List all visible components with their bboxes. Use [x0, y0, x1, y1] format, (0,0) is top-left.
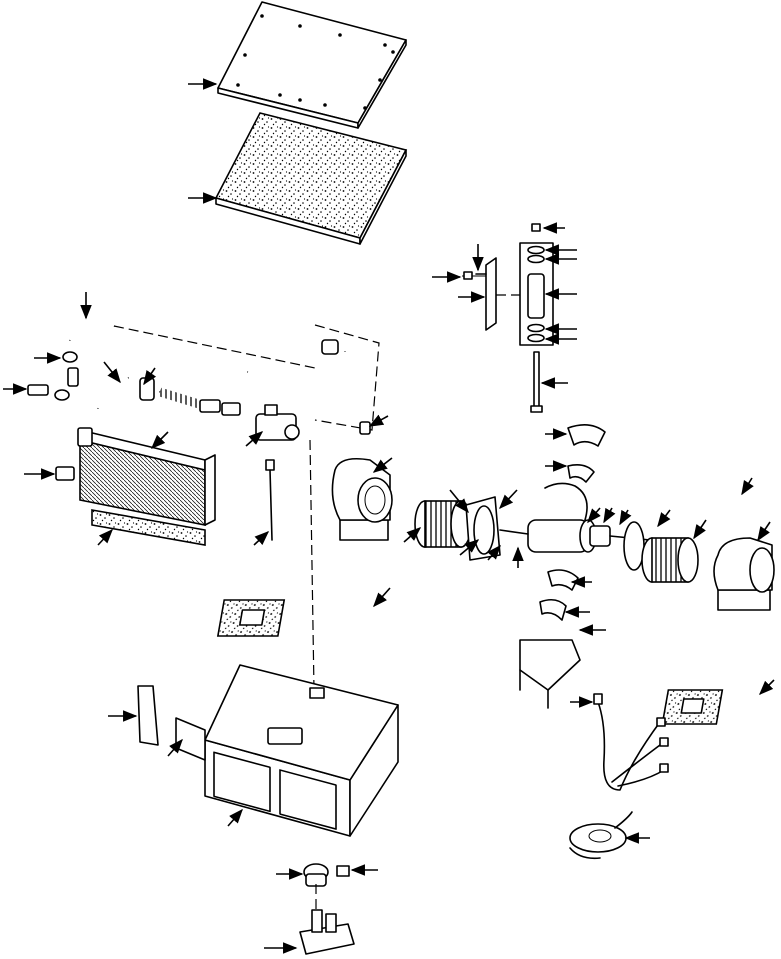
valve-bracket — [359, 421, 371, 435]
water-valve — [255, 404, 300, 441]
right-blower-housing — [713, 537, 775, 611]
motor-mount — [519, 639, 581, 709]
hardware-stack — [519, 223, 554, 346]
bracket — [462, 257, 520, 331]
switch-plate — [299, 884, 355, 955]
tube — [265, 439, 315, 691]
gasket-left — [473, 505, 495, 555]
grommet-plate — [569, 811, 633, 860]
callout-arrows-motor — [368, 414, 771, 636]
knob — [303, 863, 329, 887]
callout-arrows-upper-right — [432, 222, 577, 389]
left-blower-housing — [331, 457, 393, 541]
wiring-harness — [593, 693, 669, 791]
left-blower-wheel — [414, 500, 472, 548]
gasket-right — [623, 521, 645, 571]
hose-assembly — [27, 317, 380, 431]
small-connector — [336, 865, 350, 877]
motor-straps — [539, 424, 606, 621]
filter-pad — [214, 112, 408, 245]
cover-plate — [217, 1, 407, 129]
right-blower-wheel — [641, 537, 699, 583]
square-gasket-left — [216, 599, 286, 637]
side-gasket — [137, 685, 159, 746]
square-gasket-right — [661, 689, 724, 725]
long-bolt — [530, 351, 543, 413]
callout-arrows-left — [3, 292, 775, 954]
heater-core — [55, 427, 216, 526]
main-housing — [175, 664, 399, 837]
coil-gasket — [91, 509, 206, 546]
